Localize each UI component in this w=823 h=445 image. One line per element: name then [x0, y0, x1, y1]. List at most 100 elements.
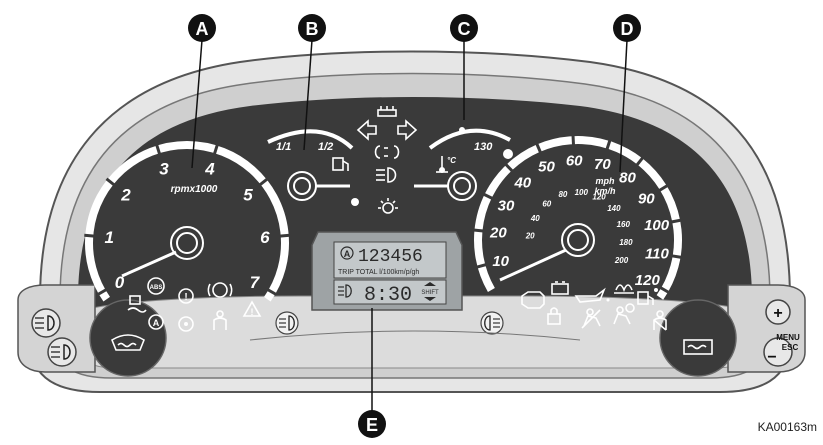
- speedometer-mph-tick-mark: [535, 142, 542, 154]
- speedometer-kmh-tick-label: 140: [607, 204, 621, 213]
- clock-value: 8:30: [364, 284, 412, 307]
- temp-scale-arc: [428, 128, 511, 150]
- main-beam-lcd-icon: [338, 284, 352, 298]
- speedometer-mph-tick-label: 10: [492, 253, 509, 270]
- tachometer-tick-label: 2: [120, 185, 131, 204]
- front-fog-indicator-icon: [275, 311, 299, 335]
- speedometer-mph-tick-label: 80: [619, 169, 636, 186]
- speedometer-kmh-tick-label: 100: [575, 188, 589, 197]
- front-fog-lamp-button[interactable]: [31, 308, 61, 338]
- svg-text:B: B: [306, 19, 319, 39]
- immobiliser-icon: [547, 307, 561, 325]
- svg-text:E: E: [366, 415, 378, 435]
- speedometer-mph-tick-label: 100: [644, 217, 670, 234]
- tachometer-tick-label: 7: [250, 273, 261, 292]
- speedometer-mph-tick-label: 120: [635, 272, 661, 289]
- abs-label: ABS: [150, 285, 163, 291]
- speedometer-unit-kmh: km/h: [594, 186, 616, 196]
- plus-label: +: [773, 305, 782, 322]
- left-turn-indicator-icon: [356, 119, 377, 141]
- engine-management-icon: [521, 291, 545, 309]
- svg-text:C: C: [458, 19, 471, 39]
- fuel-scale-arc: [267, 129, 354, 150]
- heated-rear-window-icon: [683, 339, 713, 355]
- fuel-pump-icon: [332, 157, 349, 171]
- speedometer-mph-tick-mark: [635, 156, 645, 167]
- menu-esc-button[interactable]: MENU ESC −: [763, 333, 800, 367]
- fuel-gauge: 1/1 1/2: [267, 129, 359, 206]
- brake-pad-wear-icon: [207, 282, 233, 298]
- minus-label: −: [767, 349, 776, 366]
- tachometer-tick-label: 4: [204, 159, 215, 178]
- shift-label: SHIFT: [421, 290, 439, 296]
- dial-face: [78, 97, 752, 312]
- tachometer-unit: rpmx1000: [171, 184, 218, 195]
- svg-text:A: A: [196, 19, 209, 39]
- tachometer-tick-mark: [279, 233, 290, 238]
- tachometer-tick-mark: [212, 144, 219, 155]
- coolant-temperature-gauge: 130 °C: [414, 127, 513, 201]
- speedometer-mph-tick-mark: [482, 192, 494, 200]
- heated-windscreen-icon: [111, 334, 145, 351]
- speedometer-mph-tick-mark: [473, 228, 484, 233]
- auto-mode-icon: A: [148, 314, 164, 330]
- tachometer-tick-label: 3: [159, 159, 169, 178]
- tachometer-tick-label: 5: [243, 185, 253, 204]
- speedometer-kmh-tick-label: 120: [592, 193, 606, 202]
- menu-label: MENU: [776, 333, 800, 342]
- speedometer-mph-tick-label: 30: [498, 197, 515, 214]
- brake-warning-icon: !: [178, 288, 194, 304]
- speedometer-kmh-tick-label: 200: [614, 256, 629, 265]
- svg-text:!: !: [251, 307, 254, 317]
- speedometer-kmh-tick-label: 80: [558, 190, 567, 199]
- fuel-filter-water-icon: [637, 288, 658, 305]
- tachometer-tick-mark: [155, 144, 162, 155]
- speedometer-mph-tick-mark: [671, 218, 682, 224]
- tachometer-tick-label: 1: [104, 228, 113, 247]
- speedometer-mph-tick-mark: [659, 286, 670, 294]
- general-warning-icon: !: [242, 300, 262, 317]
- tachometer-tick-mark: [97, 288, 108, 296]
- panel-contour-line: [249, 330, 581, 341]
- callout-e: E: [358, 410, 386, 438]
- speedometer-hub: [561, 223, 595, 257]
- svg-text:!: !: [184, 292, 187, 303]
- fuel-reserve-light: [351, 198, 359, 206]
- tachometer-tick-label: 6: [260, 228, 270, 247]
- speedometer-mph-tick-label: 60: [566, 152, 583, 169]
- speedometer-mph-tick-label: 20: [489, 225, 507, 242]
- preheat-icon: [377, 106, 397, 117]
- plus-button[interactable]: +: [765, 299, 791, 325]
- figure-reference: KA00163m: [757, 420, 817, 434]
- speedometer-kmh-tick-label: 160: [617, 220, 631, 229]
- speedometer-mph-tick-label: 110: [645, 246, 670, 263]
- fuel-half-label: 1/2: [318, 141, 333, 153]
- speedometer-mph-tick-label: 50: [538, 159, 555, 176]
- oil-pressure-icon: [574, 287, 610, 303]
- coolant-thermometer-icon: °C: [436, 156, 456, 173]
- tachometer-tick-mark: [266, 288, 277, 296]
- odometer-value: 123456: [358, 247, 423, 267]
- speedometer-mph-tick-mark: [476, 263, 487, 269]
- traction-control-icon: [127, 295, 147, 313]
- temp-130-label: 130: [474, 141, 493, 153]
- svg-text:°C: °C: [447, 156, 456, 165]
- speedometer-needle: [499, 248, 567, 282]
- battery-charge-icon: [551, 281, 569, 295]
- power-steering-icon: [178, 316, 194, 332]
- tachometer-tick-mark: [105, 177, 116, 187]
- callout-d: D: [613, 14, 641, 42]
- rear-fog-lamp-button[interactable]: [47, 337, 77, 367]
- esc-label: ESC: [782, 343, 799, 352]
- tachometer-needle: [121, 250, 177, 278]
- speedometer-kmh-tick-label: 40: [530, 214, 540, 223]
- seatbelt-passenger-icon: [653, 310, 667, 331]
- speedometer-unit-mph: mph: [596, 176, 616, 186]
- speedometer-mph-tick-mark: [605, 139, 612, 150]
- speedometer-kmh-tick-label: 20: [525, 232, 535, 241]
